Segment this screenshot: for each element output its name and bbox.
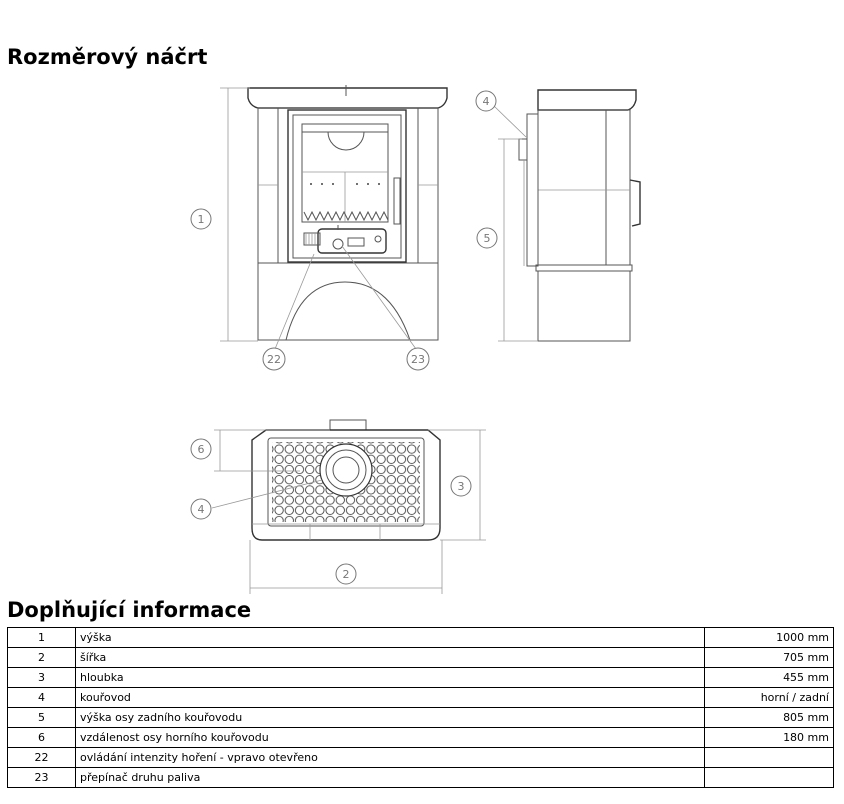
row-number: 4 [7,687,76,708]
marker-23-label: 23 [411,353,425,366]
row-value [704,747,834,768]
top-view: 6 4 3 2 [190,419,486,594]
row-value: 455 mm [704,667,834,688]
front-view: 1 22 23 [190,85,448,371]
row-label: hloubka [75,667,705,688]
side-view: 4 5 [475,89,641,342]
row-label: vzdálenost osy horního kouřovodu [75,727,705,748]
marker-5-label: 5 [484,232,491,245]
marker-3: 3 [450,475,472,497]
row-value [704,767,834,788]
marker-22-label: 22 [267,353,281,366]
row-label: šířka [75,647,705,668]
marker-6: 6 [190,438,212,460]
row-number: 22 [7,747,76,768]
row-value: 1000 mm [704,627,834,648]
sketch-title: Rozměrový náčrt [7,45,208,69]
marker-1-label: 1 [198,213,205,226]
row-value: horní / zadní [704,687,834,708]
marker-4-side-label: 4 [483,95,490,108]
row-number: 2 [7,647,76,668]
marker-6-label: 6 [198,443,205,456]
row-number: 5 [7,707,76,728]
marker-4-top-label: 4 [198,503,205,516]
marker-4-top: 4 [190,498,212,520]
marker-2: 2 [335,563,357,585]
row-label: přepínač druhu paliva [75,767,705,788]
row-label: výška osy zadního kouřovodu [75,707,705,728]
marker-3-label: 3 [458,480,465,493]
marker-1: 1 [190,208,212,230]
marker-2-label: 2 [343,568,350,581]
row-value: 705 mm [704,647,834,668]
row-number: 6 [7,727,76,748]
row-number: 1 [7,627,76,648]
info-title: Doplňující informace [7,598,252,622]
row-value: 805 mm [704,707,834,728]
dimension-sketch: 1 22 23 4 5 [190,85,641,594]
marker-4-side: 4 [475,90,497,112]
row-value: 180 mm [704,727,834,748]
marker-23: 23 [406,347,430,371]
marker-22: 22 [262,347,286,371]
row-number: 23 [7,767,76,788]
marker-5: 5 [476,227,498,249]
row-label: výška [75,627,705,648]
row-label: kouřovod [75,687,705,708]
row-number: 3 [7,667,76,688]
row-label: ovládání intenzity hoření - vpravo otevř… [75,747,705,768]
